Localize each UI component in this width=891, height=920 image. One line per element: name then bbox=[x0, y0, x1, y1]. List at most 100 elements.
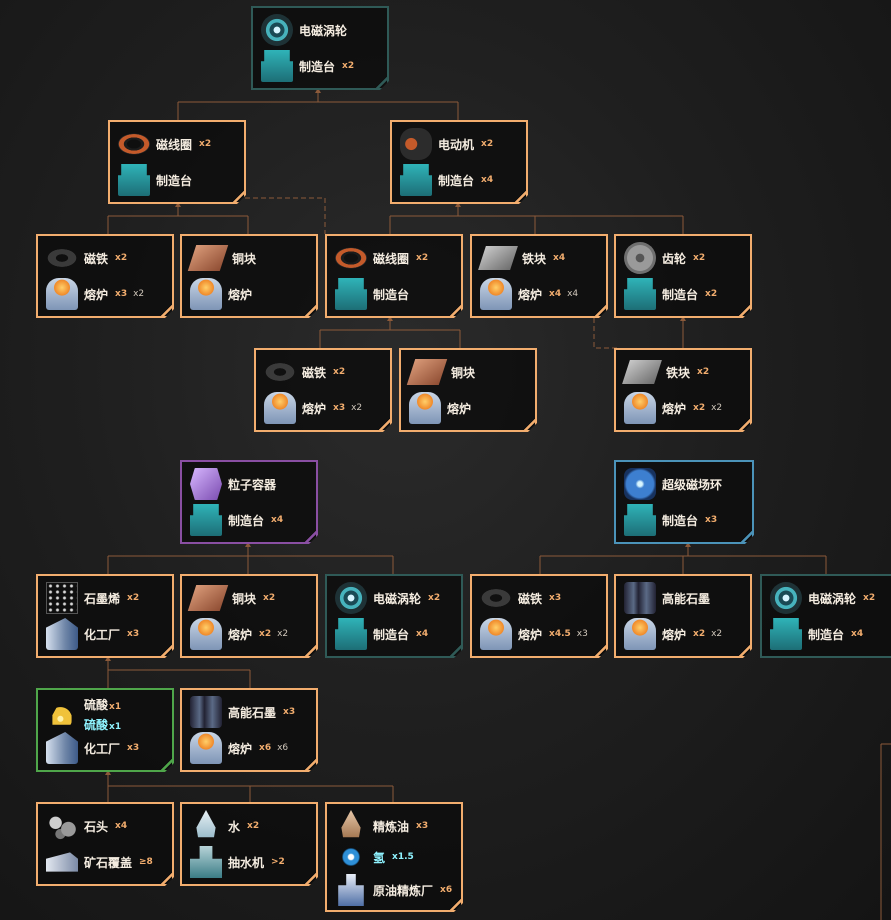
item-qty: x2 bbox=[693, 253, 706, 263]
machine-name: 化工厂 bbox=[84, 741, 121, 756]
machine-count: x6 bbox=[440, 885, 453, 895]
item-name: 石头 bbox=[84, 819, 109, 834]
smelter-icon bbox=[190, 618, 222, 650]
ore-vein-count: x4 bbox=[567, 289, 579, 299]
machine-name: 熔炉 bbox=[84, 287, 109, 302]
assembler-icon bbox=[770, 618, 802, 650]
machine-count: x3 bbox=[115, 289, 128, 299]
assembler-icon bbox=[335, 618, 367, 650]
machine-name: 制造台 bbox=[662, 287, 699, 302]
assembler-icon bbox=[190, 504, 222, 536]
item-name: 电磁涡轮 bbox=[373, 591, 422, 606]
item-name: 齿轮 bbox=[662, 251, 687, 266]
machine-count: x2 bbox=[693, 629, 706, 639]
byproduct-qty: x1 bbox=[109, 722, 122, 732]
machine-name: 制造台 bbox=[373, 287, 410, 302]
machine-name: 熔炉 bbox=[662, 627, 687, 642]
machine-count: x3 bbox=[127, 743, 140, 753]
oil-refinery-icon bbox=[335, 874, 367, 906]
machine-count: x4 bbox=[481, 175, 494, 185]
machine-count: x3 bbox=[333, 403, 346, 413]
ore-vein-count: x2 bbox=[277, 629, 289, 639]
assembler-icon bbox=[261, 50, 293, 82]
item-qty: x4 bbox=[553, 253, 566, 263]
machine-count: x4 bbox=[851, 629, 864, 639]
assembler-icon bbox=[624, 278, 656, 310]
assembler-icon bbox=[118, 164, 150, 196]
ore-vein-count: x2 bbox=[133, 289, 145, 299]
machine-name: 熔炉 bbox=[447, 401, 472, 416]
item-qty: x2 bbox=[127, 593, 140, 603]
recipe-node-copper[interactable]: 铜块 熔炉 bbox=[399, 348, 537, 432]
recipe-node-coil[interactable]: 磁线圈 x2 制造台 bbox=[108, 120, 246, 204]
ore-vein-count: x2 bbox=[711, 629, 723, 639]
item-qty: x2 bbox=[263, 593, 276, 603]
smelter-icon bbox=[46, 278, 78, 310]
smelter-icon bbox=[264, 392, 296, 424]
ore-vein-count: x2 bbox=[351, 403, 363, 413]
item-name: 铜块 bbox=[451, 365, 476, 380]
machine-count: x2 bbox=[342, 61, 355, 71]
machine-count: x4 bbox=[416, 629, 429, 639]
item-name: 磁线圈 bbox=[156, 137, 193, 152]
item-qty: x2 bbox=[247, 821, 260, 831]
sulfuric-acid-icon bbox=[46, 698, 78, 730]
item-name: 电磁涡轮 bbox=[808, 591, 857, 606]
magnetic-coil-icon bbox=[335, 248, 367, 269]
machine-name: 制造台 bbox=[438, 173, 475, 188]
item-name: 水 bbox=[228, 819, 241, 834]
super-magnetic-ring-icon bbox=[624, 468, 656, 500]
machine-name: 制造台 bbox=[373, 627, 410, 642]
magnet-icon bbox=[264, 362, 296, 382]
item-name: 磁铁 bbox=[302, 365, 327, 380]
item-name: 电磁涡轮 bbox=[299, 23, 348, 38]
machine-name: 熔炉 bbox=[228, 287, 253, 302]
machine-count: x4 bbox=[549, 289, 562, 299]
smelter-icon bbox=[190, 278, 222, 310]
mining-machine-icon bbox=[46, 846, 78, 878]
smelter-icon bbox=[480, 278, 512, 310]
machine-count: x2 bbox=[693, 403, 706, 413]
magnetic-coil-icon bbox=[118, 134, 150, 155]
item-name: 铁块 bbox=[522, 251, 547, 266]
item-qty: x3 bbox=[549, 593, 562, 603]
machine-count: x6 bbox=[259, 743, 272, 753]
item-name: 高能石墨 bbox=[228, 705, 277, 720]
magnet-icon bbox=[46, 248, 78, 268]
electromagnetic-turbine-icon bbox=[335, 582, 367, 614]
machine-count: x2 bbox=[705, 289, 718, 299]
item-qty: x2 bbox=[199, 139, 212, 149]
item-qty: x2 bbox=[333, 367, 346, 377]
machine-name: 制造台 bbox=[156, 173, 193, 188]
recipe-node-gear[interactable]: 齿轮 x2 制造台 x2 bbox=[614, 234, 752, 318]
machine-count: x2 bbox=[259, 629, 272, 639]
machine-name: 制造台 bbox=[808, 627, 845, 642]
recipe-node-copper[interactable]: 铜块 熔炉 bbox=[180, 234, 318, 318]
machine-name: 矿石覆盖 bbox=[84, 855, 133, 870]
particle-container-icon bbox=[190, 468, 222, 500]
machine-count: x4 bbox=[271, 515, 284, 525]
item-qty: x3 bbox=[416, 821, 429, 831]
machine-name: 熔炉 bbox=[662, 401, 687, 416]
